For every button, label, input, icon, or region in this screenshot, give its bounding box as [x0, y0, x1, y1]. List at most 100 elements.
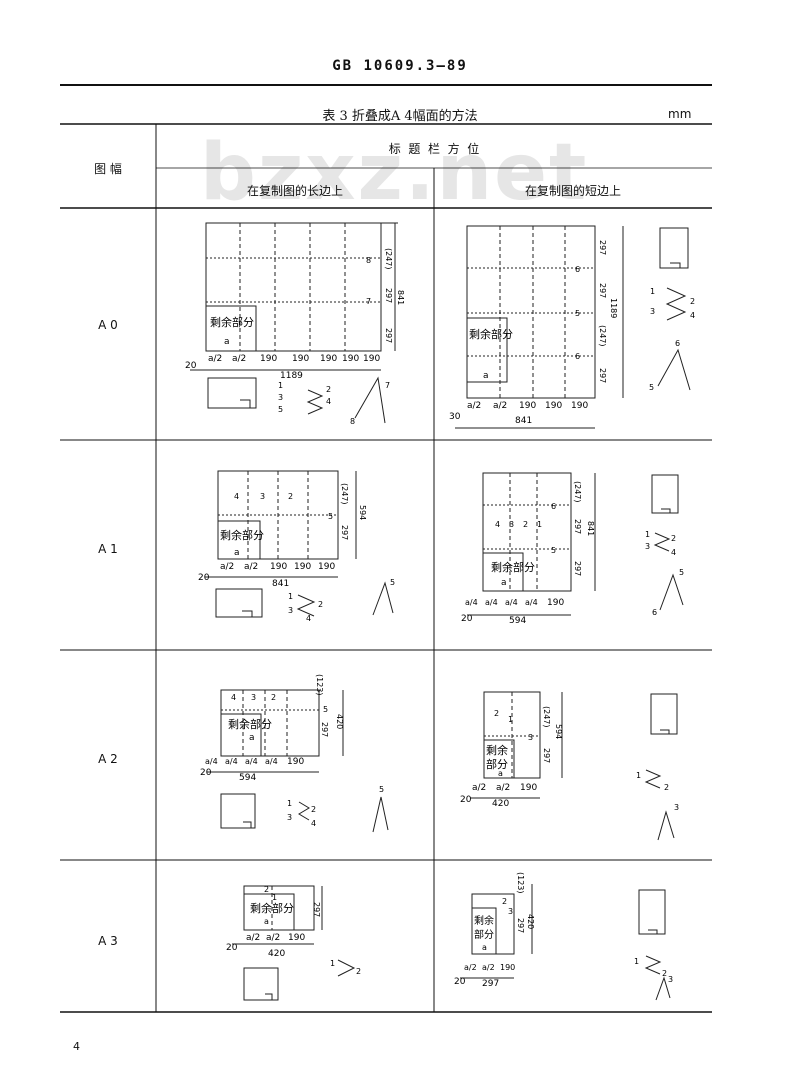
a3-long-zig-1: 1 [330, 959, 335, 968]
a1-short-vfold-5: 5 [679, 568, 684, 577]
a1-long-zig-1: 1 [288, 592, 293, 601]
a2-long-zig-2: 2 [311, 805, 316, 814]
a0-short-zig-2: 2 [690, 297, 695, 306]
a2-long-dim-a4-4: a/4 [265, 757, 278, 766]
a1-short-dim-297b: 297 [573, 561, 582, 576]
a0-long-zig-3: 3 [278, 393, 283, 402]
a1-long-dim-a2-1: a/2 [220, 562, 234, 572]
a1-long-num-2: 2 [288, 492, 293, 501]
a1-short-zig-2: 2 [671, 534, 676, 543]
a1-long-dim-247: (247) [340, 483, 349, 505]
a2-short-zig-2: 2 [664, 783, 669, 792]
a1-short-dim-a4-3: a/4 [505, 598, 518, 607]
col-header-long-edge: 在复制图的长边上 [246, 184, 343, 198]
a3-short-vfold-3: 3 [668, 975, 673, 984]
a0-short-dim-190-2: 190 [545, 401, 562, 411]
a3-long-dim-a2-1: a/2 [246, 933, 260, 943]
a2-short-remainder-b: 部分 [486, 757, 508, 771]
a2-long-edge-diagram: 剩余部分 a a/4 a/4 a/4 a/4 190 594 20 (123) … [200, 674, 389, 833]
col-header-title-block-position: 标 题 栏 方 位 [388, 142, 480, 156]
a1-short-num-3: 3 [509, 520, 514, 529]
a2-short-dim-247: (247) [542, 706, 551, 728]
a0-long-dim-190-4: 190 [342, 354, 359, 364]
a3-short-zig-1: 1 [634, 957, 639, 966]
a0-short-num-6a: 6 [575, 265, 580, 274]
a2-short-num-1: 1 [508, 715, 513, 724]
a3-long-dim-a2-2: a/2 [266, 933, 280, 943]
a0-short-dim-297b: 297 [598, 283, 607, 298]
a1-short-zig-4: 4 [671, 548, 676, 557]
a1-long-zig-4: 4 [306, 614, 311, 623]
a2-short-dim-20: 20 [460, 795, 472, 805]
a0-long-zig-1: 1 [278, 381, 283, 390]
col-header-short-edge: 在复制图的短边上 [524, 184, 621, 198]
a1-short-num-6: 6 [551, 502, 556, 511]
a2-short-edge-diagram: 剩余 部分 a a/2 a/2 190 420 20 (247) 297 594… [460, 691, 679, 841]
a1-short-dim-a4-1: a/4 [465, 598, 478, 607]
a0-short-dim-30: 30 [449, 412, 461, 422]
a1-short-remainder-label: 剩余部分 [491, 560, 535, 574]
a1-short-dim-a4-4: a/4 [525, 598, 538, 607]
a1-long-zig-3: 3 [288, 606, 293, 615]
page-number: 4 [73, 1040, 80, 1053]
a2-long-a-label: a [249, 733, 255, 743]
a1-short-num-1: 1 [537, 520, 542, 529]
a0-short-a-label: a [483, 371, 489, 381]
a3-long-dim-297: 297 [312, 902, 321, 917]
a1-short-dim-297a: 297 [573, 519, 582, 534]
a2-long-dim-a4-1: a/4 [205, 757, 218, 766]
a3-short-dim-190: 190 [500, 963, 515, 972]
a1-long-num-3: 3 [260, 492, 265, 501]
a2-short-dim-190: 190 [520, 783, 537, 793]
a2-short-zig-1: 1 [636, 771, 641, 780]
a1-short-dim-841: 841 [586, 521, 595, 536]
a0-short-dim-a2-1: a/2 [467, 401, 481, 411]
a0-long-num-8: 8 [366, 256, 371, 265]
a2-short-vfold-3: 3 [674, 803, 679, 812]
a1-long-edge-diagram: 剩余部分 a a/2 a/2 190 190 190 841 20 297 (2… [198, 470, 395, 623]
a2-long-remainder-label: 剩余部分 [228, 717, 272, 731]
a1-short-dim-247: (247) [573, 481, 582, 503]
a1-short-zig-1: 1 [645, 530, 650, 539]
a0-short-zig-4: 4 [690, 311, 695, 320]
a1-short-a-label: a [501, 578, 507, 588]
a3-short-remainder-a: 剩余 [474, 914, 494, 927]
row-label-a1: A 1 [98, 542, 118, 556]
a1-short-dim-190: 190 [547, 598, 564, 608]
a0-long-vfold-7: 7 [385, 381, 390, 390]
a2-long-dim-20: 20 [200, 768, 212, 778]
a3-short-dim-a2-1: a/2 [464, 963, 477, 972]
a0-long-dim-297b: 297 [384, 328, 393, 343]
a0-long-dim-1189: 1189 [280, 371, 303, 381]
a2-long-zig-4: 4 [311, 819, 316, 828]
a0-long-dim-190-5: 190 [363, 354, 380, 364]
a3-short-num-3: 3 [508, 907, 513, 916]
a0-short-dim-190-3: 190 [571, 401, 588, 411]
a0-short-zig-1: 1 [650, 287, 655, 296]
a1-short-zig-3: 3 [645, 542, 650, 551]
a3-short-num-2: 2 [502, 897, 507, 906]
a1-short-num-2: 2 [523, 520, 528, 529]
a2-short-remainder-a: 剩余 [486, 743, 508, 757]
a2-short-a-label: a [498, 769, 503, 778]
a2-short-num-2: 2 [494, 709, 499, 718]
a2-long-dim-420: 420 [335, 714, 344, 729]
a1-long-a-label: a [234, 548, 240, 558]
a1-long-num-4: 4 [234, 492, 239, 501]
a0-long-dim-a2-2: a/2 [232, 354, 246, 364]
a2-long-vfold-5: 5 [379, 785, 384, 794]
a1-short-num-5: 5 [551, 546, 556, 555]
a0-long-edge-diagram: 剩余部分 a a/2 a/2 190 190 190 190 190 1189 … [185, 222, 405, 426]
a0-short-dim-1189: 1189 [609, 298, 618, 318]
a0-long-remainder-label: 剩余部分 [210, 315, 254, 329]
a1-short-dim-594: 594 [509, 616, 526, 626]
a0-long-dim-841: 841 [396, 290, 405, 305]
a0-long-dim-297a: 297 [384, 288, 393, 303]
a3-long-zig-2: 2 [356, 967, 361, 976]
a1-long-num-5: 5 [328, 512, 333, 521]
a3-short-edge-diagram: 剩余 部分 a a/2 a/2 190 297 20 (123) 297 420… [454, 872, 673, 1001]
a0-long-num-7: 7 [366, 297, 371, 306]
a2-short-dim-594: 594 [554, 724, 563, 739]
a3-short-dim-297: 297 [482, 979, 499, 989]
